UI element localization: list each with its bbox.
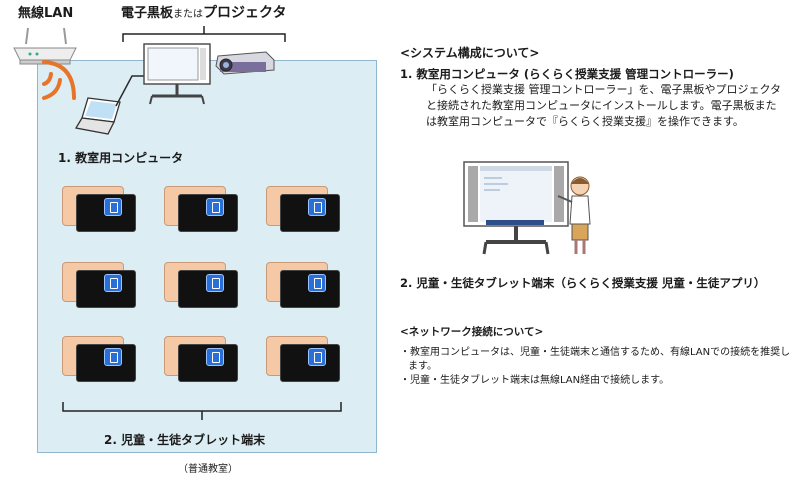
student-tablet: [62, 336, 136, 382]
projector-icon: [215, 51, 275, 75]
network-note-item: ・児童・生徒タブレット端末は無線LAN経由で接続します。: [400, 375, 670, 386]
student-tablet: [164, 186, 238, 232]
system-heading: <システム構成について>: [400, 46, 540, 60]
student-app-icon: [308, 348, 326, 366]
network-notes: ・教室用コンピュータは、児童・生徒端末と通信するため、有線LANでの接続を推奨し…: [400, 346, 792, 388]
student-tablet: [62, 262, 136, 308]
student-tablet: [62, 186, 136, 232]
board-projector-label: 電子黒板またはプロジェクタ: [121, 5, 287, 21]
tablets-bracket: [62, 402, 342, 420]
laptop-icon: [74, 97, 121, 135]
student-app-icon: [206, 198, 224, 216]
classroom-computer-label: 1. 教室用コンピュータ: [58, 151, 184, 165]
network-heading: <ネットワーク接続について>: [400, 326, 544, 338]
item1-body: 「らくらく授業支援 管理コントローラー」を、電子黒板やプロジェクタと接続された教…: [426, 83, 782, 128]
wifi-signal-icon: [42, 60, 76, 100]
teacher-board-illustration: [463, 161, 591, 255]
student-tablet: [164, 262, 238, 308]
item2-title: 2. 児童・生徒タブレット端末（らくらく授業支援 児童・生徒アプリ）: [400, 276, 766, 290]
student-app-icon: [308, 198, 326, 216]
student-app-icon: [104, 348, 122, 366]
student-app-icon: [104, 274, 122, 292]
wireless-lan-label: 無線LAN: [18, 6, 74, 21]
student-app-icon: [308, 274, 326, 292]
item1-title: 1. 教室用コンピュータ (らくらく授業支援 管理コントローラー): [400, 67, 734, 81]
network-note-item: ・教室用コンピュータは、児童・生徒端末と通信するため、有線LANでの接続を推奨し…: [400, 347, 791, 372]
student-app-icon: [206, 274, 224, 292]
student-tablet: [266, 186, 340, 232]
board-bracket: [122, 26, 286, 42]
tablets-label: 2. 児童・生徒タブレット端末: [104, 433, 266, 447]
electronic-whiteboard-icon: [143, 43, 211, 105]
student-tablet: [164, 336, 238, 382]
student-tablet: [266, 262, 340, 308]
room-label: （普通教室）: [178, 464, 238, 475]
student-app-icon: [104, 198, 122, 216]
student-app-icon: [206, 348, 224, 366]
student-tablet: [266, 336, 340, 382]
